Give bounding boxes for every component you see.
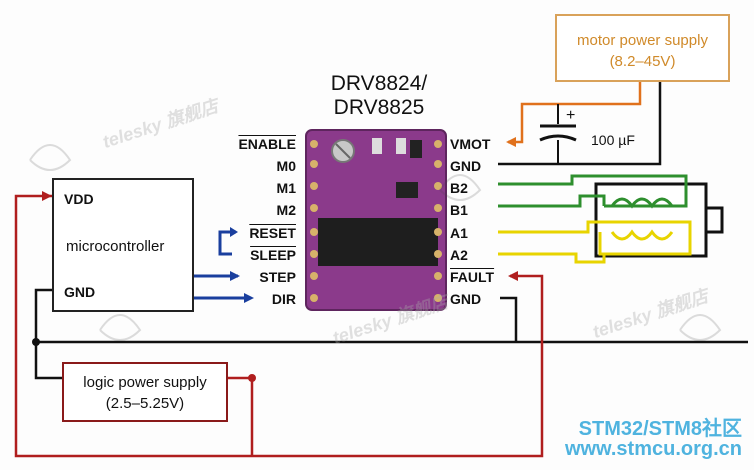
mcu-label: microcontroller bbox=[66, 238, 165, 255]
ground-wires bbox=[32, 288, 748, 380]
logic-supply-range: (2.5–5.25V) bbox=[105, 395, 185, 412]
pin-enable: ENABLE bbox=[238, 136, 296, 152]
logic-supply-label: logic power supply bbox=[83, 374, 207, 391]
logic-supply-wires bbox=[14, 191, 544, 458]
title-line-1: DRV8824/ bbox=[330, 72, 428, 95]
driver-chip bbox=[318, 218, 438, 266]
pin-m1: M1 bbox=[276, 180, 296, 196]
pin-m0: M0 bbox=[276, 158, 296, 174]
motor-power-supply-box: motor power supply (8.2–45V) bbox=[555, 14, 730, 82]
pin-vmot: VMOT bbox=[450, 136, 491, 152]
motor-supply-label: motor power supply bbox=[577, 32, 708, 49]
pin-gnd-motor: GND bbox=[450, 158, 482, 174]
pin-sleep: SLEEP bbox=[250, 247, 296, 263]
driver-title: DRV8824/ DRV8825 bbox=[309, 72, 449, 120]
pin-m2: M2 bbox=[276, 202, 296, 218]
pin-a2: A2 bbox=[450, 247, 468, 263]
pin-b2: B2 bbox=[450, 180, 468, 196]
site-watermark-url: www.stmcu.org.cn bbox=[564, 438, 742, 460]
mcu-gnd-label: GND bbox=[64, 284, 96, 300]
pin-fault: FAULT bbox=[450, 269, 495, 285]
motor-supply-wires: + bbox=[498, 82, 662, 166]
pin-reset: RESET bbox=[249, 225, 296, 241]
pin-step: STEP bbox=[259, 269, 296, 285]
logic-power-supply-box: logic power supply (2.5–5.25V) bbox=[62, 362, 228, 422]
pin-b1: B1 bbox=[450, 202, 468, 218]
title-line-2: DRV8825 bbox=[333, 96, 425, 119]
svg-text:+: + bbox=[566, 107, 575, 124]
stepper-motor bbox=[498, 174, 724, 264]
motor-supply-range: (8.2–45V) bbox=[609, 53, 676, 70]
pin-dir: DIR bbox=[271, 291, 296, 307]
microcontroller-box: VDD microcontroller GND bbox=[52, 178, 194, 312]
mcu-vdd-label: VDD bbox=[64, 191, 94, 207]
capacitor-label: 100 µF bbox=[591, 132, 635, 148]
pin-gnd-logic: GND bbox=[450, 291, 482, 307]
pin-a1: A1 bbox=[450, 225, 468, 241]
watermark-logo bbox=[29, 144, 722, 341]
driver-board bbox=[305, 129, 447, 311]
site-watermark-title: STM32/STM8社区 bbox=[578, 418, 742, 440]
